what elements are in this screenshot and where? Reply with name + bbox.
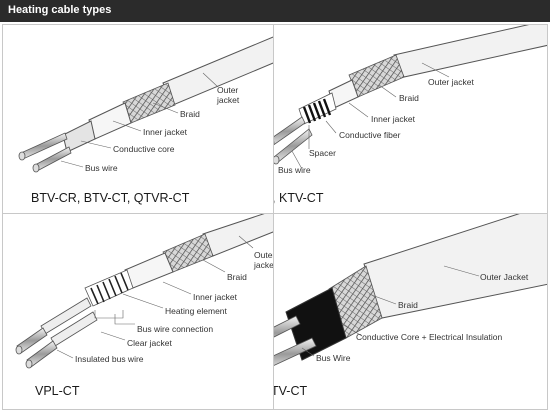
label-outer-jacket: Outer jacket <box>217 85 240 105</box>
label-outer-jacket: Outer Jacket <box>480 272 529 282</box>
htv-cable-illustration <box>274 214 547 366</box>
btv-cable-illustration <box>18 35 276 173</box>
label-outer-jacket: Outer jacket <box>254 250 277 270</box>
label-bus-wire: Bus wire <box>278 165 311 175</box>
panel-title: XTV-CT, KTV-CT <box>274 191 324 205</box>
label-heating-element: Heating element <box>165 306 227 316</box>
panel-title: BTV-CR, BTV-CT, QTVR-CT <box>31 191 190 205</box>
label-inner-jacket: Inner jacket <box>143 127 187 137</box>
label-inner-jacket: Inner jacket <box>371 114 415 124</box>
panel-xtv: Outer jacket Braid Inner jacket Conducti… <box>273 24 548 214</box>
panel-btv: Outer jacket Braid Inner jacket Conducti… <box>2 24 277 214</box>
panel-title: VPL-CT <box>35 384 80 398</box>
panel-vpl: Outer jacket Braid Inner jacket Heating … <box>2 213 277 410</box>
label-conductive-core: Conductive core <box>113 144 175 154</box>
label-outer-jacket: Outer jacket <box>428 77 474 87</box>
label-braid: Braid <box>180 109 200 119</box>
label-bus-wire: Bus Wire <box>316 353 351 363</box>
label-conductive-core: Conductive Core + Electrical Insulation <box>356 332 503 342</box>
header-bar: Heating cable types <box>0 0 550 22</box>
panel-title: HTV-CT <box>274 384 308 398</box>
panel-htv: Outer Jacket Braid Conductive Core + Ele… <box>273 213 548 410</box>
page-title: Heating cable types <box>8 4 112 16</box>
label-spacer: Spacer <box>309 148 336 158</box>
label-bus-wire-connection: Bus wire connection <box>137 324 214 334</box>
label-inner-jacket: Inner jacket <box>193 292 237 302</box>
label-insulated-bus-wire: Insulated bus wire <box>75 354 144 364</box>
xtv-cable-illustration <box>274 25 547 170</box>
label-braid: Braid <box>398 300 418 310</box>
label-bus-wire: Bus wire <box>85 163 118 173</box>
label-clear-jacket: Clear jacket <box>127 338 172 348</box>
label-conductive-fiber: Conductive fiber <box>339 130 401 140</box>
label-braid: Braid <box>227 272 247 282</box>
vpl-cable-illustration <box>15 214 276 369</box>
label-braid: Braid <box>399 93 419 103</box>
